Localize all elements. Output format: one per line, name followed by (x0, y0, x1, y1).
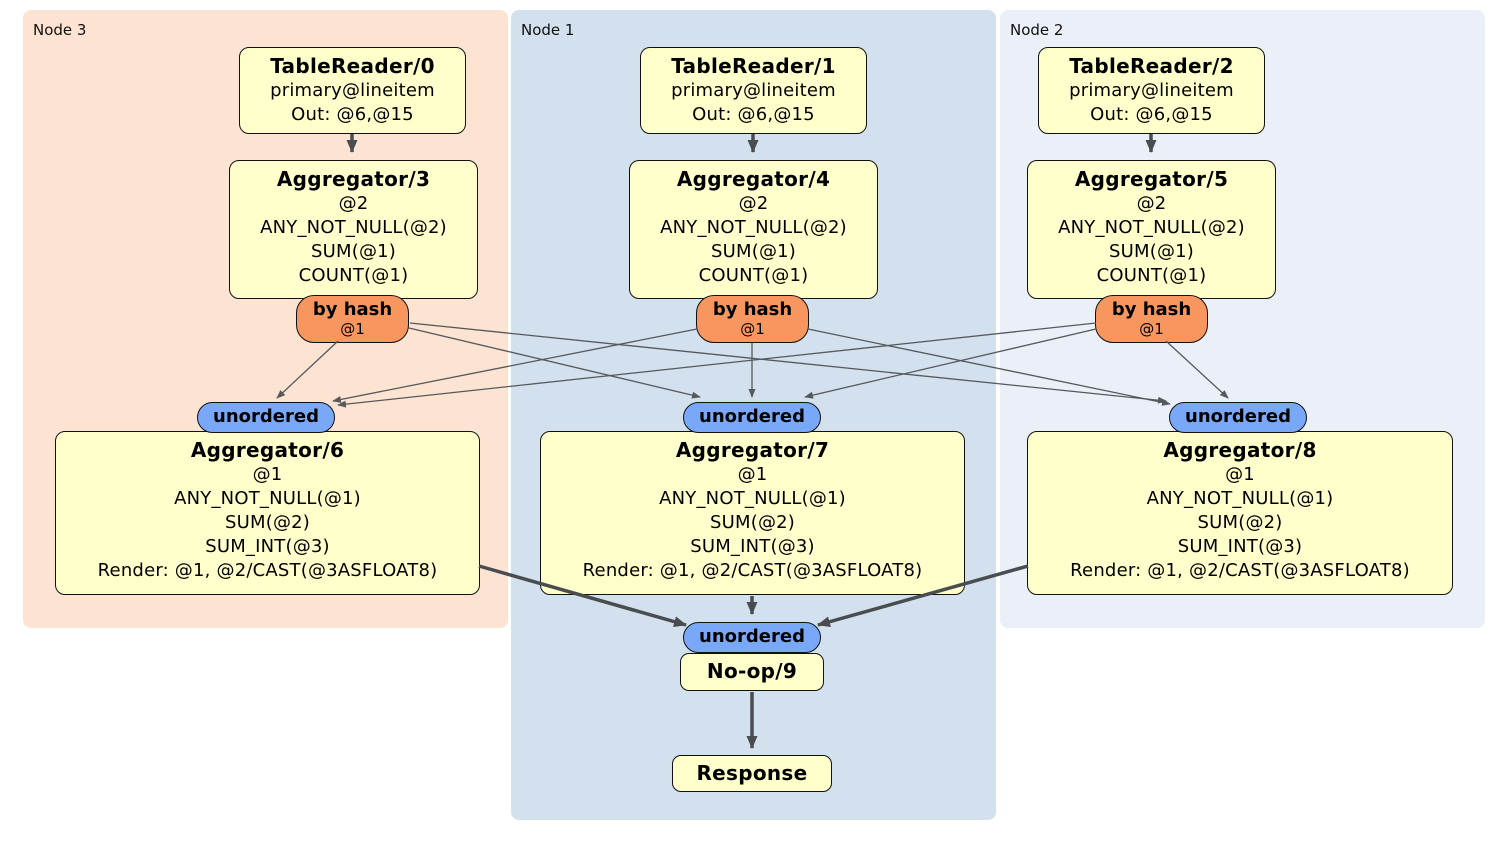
processor-detail: ANY_NOT_NULL(@2) (660, 217, 847, 238)
processor-detail: SUM(@1) (1108, 241, 1195, 262)
processor-detail: Out: @6,@15 (692, 104, 815, 125)
processor-detail: SUM(@2) (224, 512, 311, 533)
unordered-merge-final: unordered (683, 622, 821, 653)
processor-title: Aggregator/3 (276, 167, 431, 191)
processor-noop-9: No-op/9 (680, 653, 824, 691)
processor-title: Aggregator/4 (676, 167, 831, 191)
processor-detail: ANY_NOT_NULL(@1) (1146, 488, 1334, 509)
processor-aggregator-3: Aggregator/3 @2 ANY_NOT_NULL(@2) SUM(@1)… (229, 160, 478, 299)
processor-detail: COUNT(@1) (698, 265, 809, 286)
processor-detail: Out: @6,@15 (291, 104, 414, 125)
unordered-merge-0: unordered (197, 402, 335, 433)
hash-router-label: by hash (712, 299, 793, 320)
processor-title: TableReader/1 (671, 54, 836, 78)
unordered-merge-1: unordered (683, 402, 821, 433)
processor-detail: SUM(@2) (1197, 512, 1283, 533)
hash-router-label: by hash (312, 299, 393, 320)
processor-detail: SUM_INT(@3) (205, 536, 330, 557)
processor-tablereader-0: TableReader/0 primary@lineitem Out: @6,@… (239, 47, 466, 134)
processor-detail: SUM(@2) (709, 512, 796, 533)
processor-detail: primary@lineitem (270, 80, 435, 101)
processor-detail: ANY_NOT_NULL(@1) (659, 488, 846, 509)
unordered-merge-2: unordered (1169, 402, 1307, 433)
hash-router-detail: @1 (740, 320, 765, 338)
hash-router-1: by hash @1 (696, 295, 809, 343)
processor-title: TableReader/0 (270, 54, 435, 78)
processor-detail: @1 (737, 464, 768, 485)
hash-router-0: by hash @1 (296, 295, 409, 343)
processor-aggregator-8: Aggregator/8 @1 ANY_NOT_NULL(@1) SUM(@2)… (1027, 431, 1453, 595)
unordered-merge-label: unordered (699, 626, 805, 647)
processor-detail: ANY_NOT_NULL(@2) (1058, 217, 1245, 238)
unordered-merge-label: unordered (1185, 406, 1291, 427)
processor-detail: Render: @1, @2/CAST(@3ASFLOAT8) (97, 560, 438, 581)
processor-aggregator-6: Aggregator/6 @1 ANY_NOT_NULL(@1) SUM(@2)… (55, 431, 480, 595)
processor-title: No-op/9 (706, 659, 798, 683)
node1-region-label: Node 1 (521, 21, 575, 39)
processor-detail: COUNT(@1) (298, 265, 409, 286)
processor-title: Response (696, 761, 808, 785)
processor-detail: SUM(@1) (710, 241, 797, 262)
processor-detail: @1 (1225, 464, 1255, 485)
processor-title: Aggregator/7 (675, 438, 830, 462)
processor-aggregator-7: Aggregator/7 @1 ANY_NOT_NULL(@1) SUM(@2)… (540, 431, 965, 595)
processor-detail: primary@lineitem (1069, 80, 1234, 101)
processor-detail: @2 (338, 193, 369, 214)
hash-router-detail: @1 (1139, 320, 1164, 338)
processor-tablereader-1: TableReader/1 primary@lineitem Out: @6,@… (640, 47, 867, 134)
node3-region-label: Node 3 (33, 21, 87, 39)
processor-aggregator-5: Aggregator/5 @2 ANY_NOT_NULL(@2) SUM(@1)… (1027, 160, 1276, 299)
processor-detail: @2 (1136, 193, 1167, 214)
unordered-merge-label: unordered (699, 406, 805, 427)
hash-router-label: by hash (1111, 299, 1192, 320)
processor-title: TableReader/2 (1069, 54, 1234, 78)
processor-detail: @1 (252, 464, 283, 485)
processor-detail: Render: @1, @2/CAST(@3ASFLOAT8) (582, 560, 923, 581)
processor-detail: ANY_NOT_NULL(@1) (174, 488, 361, 509)
processor-detail: primary@lineitem (671, 80, 836, 101)
unordered-merge-label: unordered (213, 406, 319, 427)
node2-region-label: Node 2 (1010, 21, 1064, 39)
processor-title: Aggregator/6 (190, 438, 345, 462)
processor-tablereader-2: TableReader/2 primary@lineitem Out: @6,@… (1038, 47, 1265, 134)
processor-detail: COUNT(@1) (1096, 265, 1207, 286)
processor-aggregator-4: Aggregator/4 @2 ANY_NOT_NULL(@2) SUM(@1)… (629, 160, 878, 299)
response-node: Response (672, 755, 832, 792)
processor-detail: ANY_NOT_NULL(@2) (260, 217, 447, 238)
processor-title: Aggregator/5 (1074, 167, 1229, 191)
hash-router-detail: @1 (340, 320, 365, 338)
processor-detail: Render: @1, @2/CAST(@3ASFLOAT8) (1070, 560, 1410, 581)
processor-detail: Out: @6,@15 (1090, 104, 1213, 125)
processor-detail: SUM_INT(@3) (690, 536, 815, 557)
processor-detail: @2 (738, 193, 769, 214)
processor-title: Aggregator/8 (1163, 438, 1317, 462)
processor-detail: SUM(@1) (310, 241, 397, 262)
processor-detail: SUM_INT(@3) (1177, 536, 1303, 557)
hash-router-2: by hash @1 (1095, 295, 1208, 343)
